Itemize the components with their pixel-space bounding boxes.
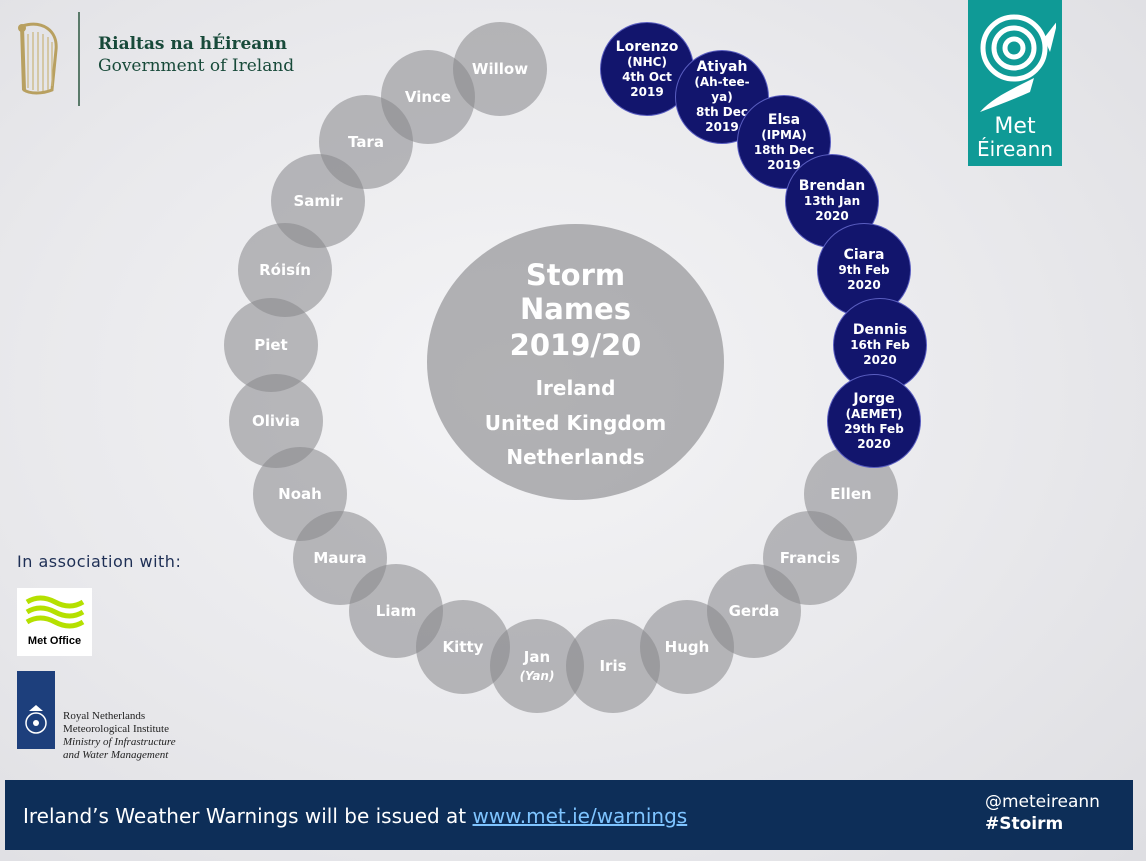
storm-year: 2020: [847, 278, 881, 292]
storm-name: Jan: [523, 647, 551, 666]
storm-name: Jorge: [853, 390, 895, 407]
storm-name: Brendan: [798, 178, 866, 194]
storm-name: Noah: [278, 484, 322, 503]
government-of-ireland-logo: Rialtas na hÉireann Government of Irelan…: [8, 12, 308, 107]
twitter-handle[interactable]: @meteireann: [985, 792, 1100, 812]
storm-name: Piet: [254, 335, 288, 354]
storm-year: 2020: [857, 436, 891, 451]
storm-name: Francis: [779, 548, 841, 567]
storm-year: 2019: [705, 120, 739, 134]
storm-year: 2019: [630, 84, 664, 99]
header-divider: [78, 12, 80, 106]
met-eireann-swirl-icon: [980, 14, 1056, 112]
storm-name: Gerda: [728, 601, 780, 620]
knmi-name: Royal Netherlands Meteorological Institu…: [63, 710, 176, 762]
royal-crest-icon: [25, 705, 47, 734]
storm-date: 4th Oct: [622, 69, 672, 84]
footer-message: Ireland’s Weather Warnings will be issue…: [23, 804, 687, 828]
storm-detail: (NHC): [627, 54, 667, 69]
storm-detail: (Ah-tee-: [694, 75, 750, 89]
storm-name: Ellen: [830, 484, 872, 503]
storm-name: Tara: [348, 132, 384, 151]
storm-date: 8th Dec: [695, 105, 749, 119]
government-name-irish: Rialtas na hÉireann: [98, 34, 287, 54]
knmi-line-3: Ministry of Infrastructure: [63, 736, 176, 748]
storm-name: Elsa: [767, 111, 801, 128]
country-ireland: Ireland: [535, 376, 616, 400]
storm-name: Atiyah: [696, 59, 748, 75]
storm-name: Róisín: [259, 260, 311, 279]
storm-name: Kitty: [442, 637, 484, 656]
footer-bar: Ireland’s Weather Warnings will be issue…: [5, 780, 1133, 850]
storm-date: 29th Feb: [844, 421, 904, 436]
title-line-2: Names: [520, 292, 631, 326]
footer-message-text: Ireland’s Weather Warnings will be issue…: [23, 804, 473, 828]
knmi-line-4: and Water Management: [63, 749, 169, 761]
storm-detail: (IPMA): [761, 127, 807, 142]
storm-name: Olivia: [251, 411, 301, 430]
storm-name: Dennis: [852, 322, 908, 338]
met-eireann-logo: Met Éireann: [968, 0, 1062, 166]
storm-name: Vince: [404, 87, 452, 106]
storm-date: 18th Dec: [753, 142, 815, 157]
government-name-english: Government of Ireland: [98, 56, 295, 76]
met-eireann-word-eireann: Éireann: [977, 137, 1053, 161]
storm-year: 2020: [815, 209, 849, 223]
knmi-line-2: Meteorological Institute: [63, 723, 169, 735]
storm-name: Lorenzo: [615, 38, 679, 55]
title-line-1: Storm: [525, 258, 626, 292]
storm-date: 16th Feb: [850, 338, 910, 352]
met-eireann-word-met: Met: [994, 114, 1036, 139]
storm-bubble-samir: Samir: [271, 154, 365, 248]
storm-detail: ya): [711, 90, 733, 104]
storm-year: 2019: [767, 157, 801, 172]
storm-name: Samir: [293, 191, 343, 210]
storm-name: Ciara: [843, 247, 885, 263]
association-label: In association with:: [17, 552, 182, 571]
storm-bubble-jorge: Jorge (AEMET) 29th Feb 2020: [827, 374, 921, 468]
storm-names-title-circle: Storm Names 2019/20 Ireland United Kingd…: [427, 224, 724, 500]
storm-name: Hugh: [664, 637, 710, 656]
storm-name: Iris: [599, 656, 627, 675]
warnings-link[interactable]: www.met.ie/warnings: [472, 804, 688, 828]
storm-year: 2020: [863, 353, 897, 367]
met-office-logo: Met Office: [17, 588, 92, 656]
storm-name: Liam: [375, 601, 417, 620]
storm-name: Maura: [313, 548, 367, 567]
country-netherlands: Netherlands: [506, 445, 645, 469]
hashtag[interactable]: #Stoirm: [985, 814, 1064, 834]
storm-detail: (AEMET): [845, 406, 903, 421]
met-office-waves-icon: [25, 595, 85, 629]
country-united-kingdom: United Kingdom: [484, 411, 667, 435]
knmi-line-1: Royal Netherlands: [63, 710, 146, 722]
storm-name: Willow: [471, 59, 529, 78]
knmi-crest-logo: [17, 671, 55, 749]
storm-date: 13th Jan: [803, 194, 861, 208]
title-line-3: 2019/20: [509, 328, 642, 362]
storm-bubble-ciara: Ciara 9th Feb 2020: [817, 223, 911, 317]
storm-pronunciation: (Yan): [519, 668, 555, 683]
storm-bubble-elsa: Elsa (IPMA) 18th Dec 2019: [737, 95, 831, 189]
met-office-name: Met Office: [27, 635, 82, 647]
storm-date: 9th Feb: [838, 263, 890, 277]
harp-icon: [18, 22, 58, 95]
